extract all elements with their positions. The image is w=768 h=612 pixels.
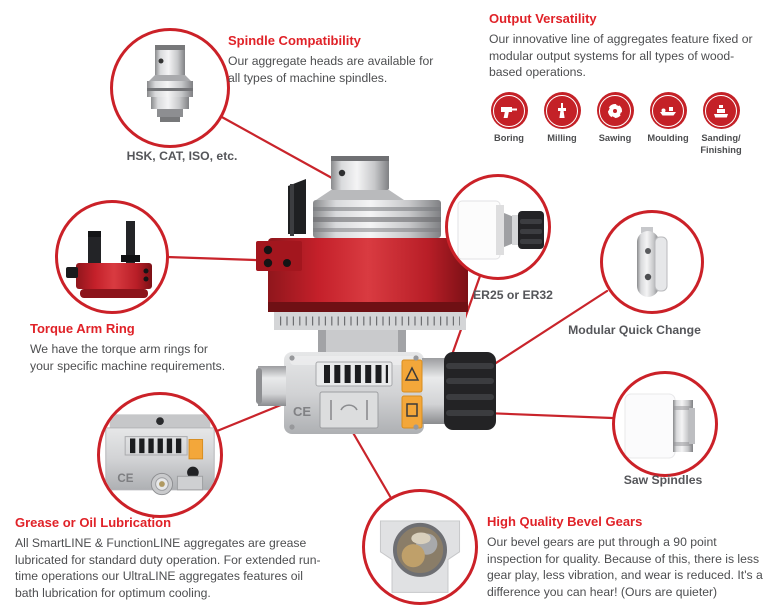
boring-label: Boring [494, 133, 524, 143]
connector-spindle [218, 114, 343, 185]
operation-milling: Milling [540, 92, 584, 156]
connector-gears [350, 429, 393, 500]
operation-boring: Boring [487, 92, 531, 156]
ce-mark-photo: CE [117, 472, 133, 485]
saw-spindle-photo [624, 393, 695, 459]
ce-mark: CE [293, 404, 311, 419]
torque-heading: Torque Arm Ring [30, 321, 135, 336]
callout-circle-saw [612, 371, 718, 477]
output-callout-text: Output Versatility Our innovative line o… [489, 11, 767, 81]
saw-blade-icon [605, 101, 624, 120]
operation-moulding: Moulding [646, 92, 690, 156]
spindle-taper-photo [147, 45, 193, 122]
er-collet-caption: ER25 or ER32 [473, 288, 553, 302]
grease-heading: Grease or Oil Lubrication [15, 515, 172, 530]
saw-caption: Saw Spindles [623, 473, 703, 487]
callout-circle-spindle [110, 28, 230, 148]
torque-callout-text: Torque Arm Ring We have the torque arm r… [30, 321, 235, 374]
aggregate-machine-photo: CE [256, 156, 496, 434]
gears-body: Our bevel gears are put through a 90 poi… [487, 535, 763, 600]
drill-icon [501, 106, 517, 118]
output-heading: Output Versatility [489, 11, 597, 26]
callout-circle-modular [600, 210, 704, 314]
gears-heading: High Quality Bevel Gears [487, 514, 643, 529]
modular-caption: Modular Quick Change [568, 323, 701, 337]
moulding-badge [649, 92, 687, 129]
boring-badge [490, 92, 528, 129]
milling-badge [543, 92, 581, 129]
torque-body: We have the torque arm rings for your sp… [30, 342, 226, 373]
callout-circle-gears [362, 489, 478, 605]
lubrication-panel-photo: CE [105, 414, 215, 496]
spindle-heading: Spindle Compatibility [228, 33, 361, 48]
moulding-label: Moulding [647, 133, 689, 143]
milling-bit-icon [558, 102, 566, 118]
callout-circle-er-collet [445, 174, 551, 280]
spindle-caption: HSK, CAT, ISO, etc. [126, 149, 238, 163]
bevel-gears-photo [379, 520, 461, 593]
sanding-badge [702, 92, 740, 129]
output-body: Our innovative line of aggregates featur… [489, 32, 753, 80]
milling-label: Milling [547, 133, 577, 143]
grease-body: All SmartLINE & FunctionLINE aggregates … [15, 536, 321, 601]
callout-circle-torque [55, 200, 169, 314]
grease-callout-text: Grease or Oil Lubrication All SmartLINE … [15, 515, 327, 602]
hand-plane-icon [660, 106, 676, 115]
sawing-label: Sawing [598, 133, 632, 143]
operation-badges: Boring Milling Sawing [487, 92, 743, 156]
spindle-body: Our aggregate heads are available for al… [228, 54, 434, 85]
quick-change-flange-photo [637, 227, 668, 297]
sanding-label: Sanding/ Finishing [700, 133, 742, 155]
spindle-callout-text: Spindle Compatibility Our aggregate head… [228, 33, 440, 86]
callout-circle-grease: CE [97, 392, 223, 518]
connector-er [451, 274, 482, 354]
gears-callout-text: High Quality Bevel Gears Our bevel gears… [487, 514, 763, 601]
er-collet-photo [457, 200, 544, 260]
sawing-badge [596, 92, 634, 129]
torque-arm-ring-photo [66, 221, 152, 298]
sander-icon [714, 104, 728, 117]
operation-sanding: Sanding/ Finishing [699, 92, 743, 156]
operation-sawing: Sawing [593, 92, 637, 156]
